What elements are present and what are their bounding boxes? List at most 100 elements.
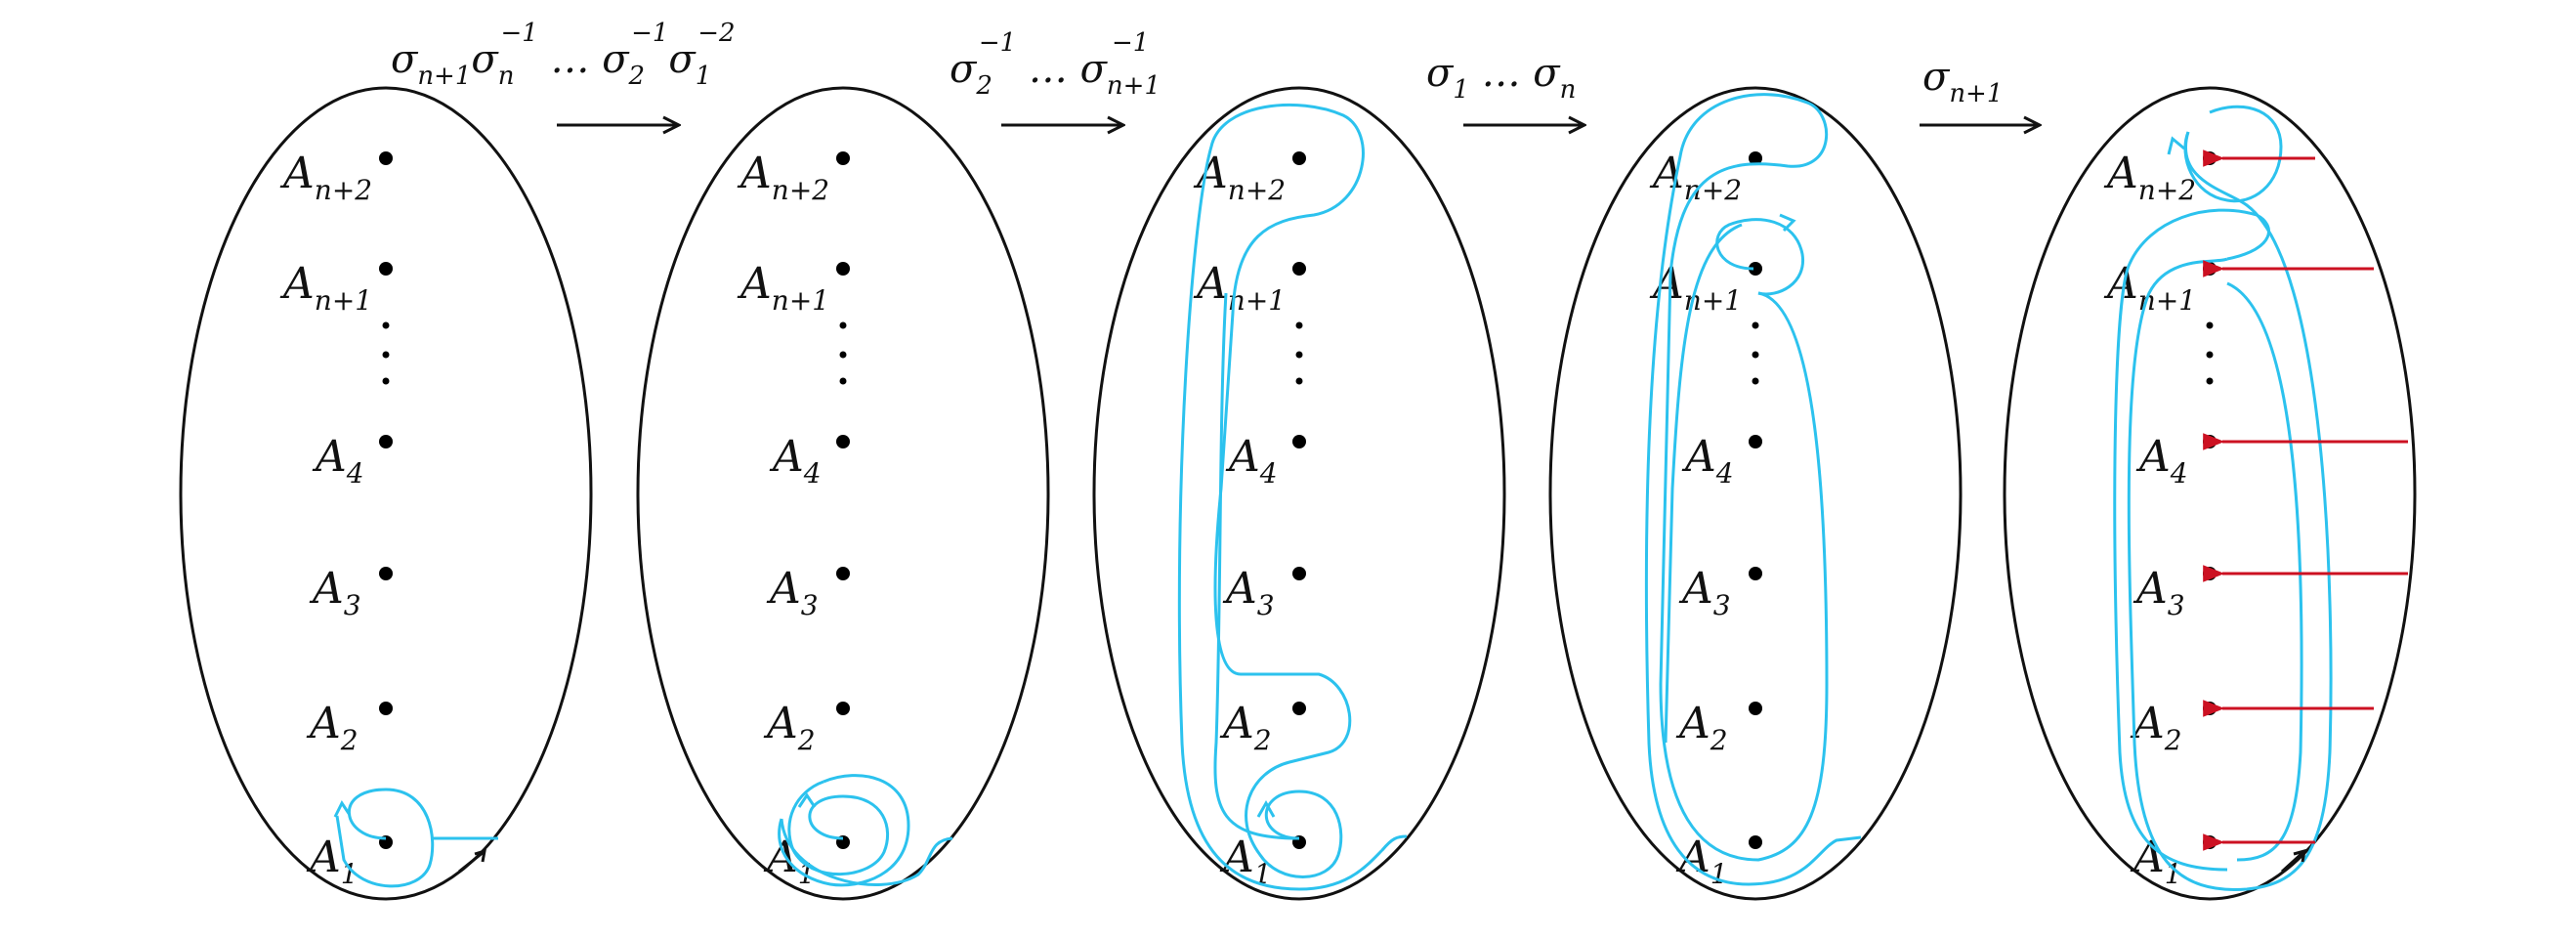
marked-point [1749, 567, 1762, 580]
panel-1-curves [333, 788, 498, 888]
transition-4: σn+1 [1920, 55, 2040, 125]
disk-outline [1548, 86, 1963, 901]
marked-point [2203, 567, 2217, 580]
marked-point [1292, 262, 1306, 276]
point-label: A4 [1681, 432, 1734, 490]
direction-mark [797, 792, 817, 808]
outline-arrow-mark [458, 848, 486, 874]
direction-mark [333, 800, 352, 818]
marked-point [836, 435, 850, 448]
marked-point [2203, 835, 2217, 849]
ellipsis-dot [839, 377, 847, 385]
marked-point [1749, 702, 1762, 715]
ellipsis-dot [839, 351, 847, 359]
point-label: A2 [763, 699, 816, 756]
marked-point [1749, 262, 1762, 276]
ellipsis-dot [382, 377, 390, 385]
ellipsis-dot [2206, 321, 2214, 329]
marked-point [1749, 151, 1762, 165]
point-label: An+2 [737, 149, 829, 206]
marked-point [1292, 435, 1306, 448]
point-label: An+2 [2103, 149, 2196, 206]
point-label: A3 [766, 564, 819, 621]
marked-point [379, 151, 393, 165]
loop-curve [335, 788, 435, 888]
transition-label-4: σn+1 [1922, 55, 2003, 108]
point-label: A4 [2135, 432, 2188, 490]
direction-mark [1256, 799, 1276, 818]
ellipsis-dot [1295, 351, 1303, 359]
panel-4-curves [1644, 93, 1862, 886]
point-label: A4 [1225, 432, 1278, 490]
ellipsis-dot [1752, 351, 1759, 359]
middle-loop [2113, 208, 2270, 872]
marked-point [836, 702, 850, 715]
direction-mark [1779, 213, 1796, 233]
point-label: A3 [1222, 564, 1275, 621]
transition-label-2: σ2−1 … σn+1−1 [950, 28, 1161, 101]
ellipsis-dot [382, 351, 390, 359]
transition-3: σ1 … σn [1426, 51, 1584, 125]
point-label: A3 [1678, 564, 1731, 621]
disk-outline [1092, 86, 1506, 901]
marked-point [2203, 702, 2217, 715]
ellipsis-dot [839, 321, 847, 329]
outer-loop [778, 774, 910, 887]
point-label: An+1 [1193, 259, 1286, 317]
panels: An+2An+1A4A3A2A1An+2An+1A4A3A2A1An+2An+1… [179, 86, 2417, 901]
tail-curve [780, 818, 953, 886]
ellipsis-dot [1752, 321, 1759, 329]
inner-loop [787, 780, 889, 876]
marked-point [836, 151, 850, 165]
point-label: A2 [306, 699, 359, 756]
transition-1: σn+1σn−1 … σ2−1σ1−2 [391, 19, 736, 125]
outer-path [2127, 131, 2333, 891]
point-label: A2 [1219, 699, 1272, 756]
top-loop [2183, 105, 2283, 203]
point-label: An+1 [737, 259, 829, 317]
marked-point [1292, 567, 1306, 580]
marked-point [1292, 702, 1306, 715]
marked-point [379, 567, 393, 580]
outer-path [1177, 103, 1408, 891]
marked-point [1749, 835, 1762, 849]
disk-outline [179, 86, 593, 901]
marked-point [1292, 151, 1306, 165]
panel-1-black-tail [458, 848, 486, 874]
marked-point [379, 435, 393, 448]
panel-5-curves [2113, 105, 2333, 891]
panel-2-curves [778, 774, 953, 887]
disk-outline [636, 86, 1050, 901]
transition-label-3: σ1 … σn [1426, 51, 1576, 105]
point-label: A3 [309, 564, 361, 621]
point-label: A3 [2133, 564, 2185, 621]
ellipsis-dot [1295, 377, 1303, 385]
point-label: An+2 [1649, 149, 1742, 206]
point-label: A2 [2130, 699, 2182, 756]
inner-path [1664, 223, 1743, 744]
point-label: A4 [769, 432, 822, 490]
transition-label-1: σn+1σn−1 … σ2−1σ1−2 [391, 19, 736, 91]
point-label: A1 [306, 832, 359, 890]
marked-point [379, 702, 393, 715]
marked-point [1749, 435, 1762, 448]
small-loop [1715, 218, 1804, 296]
ellipsis-dot [1752, 377, 1759, 385]
outer-path [1644, 93, 1862, 886]
point-label: A4 [312, 432, 364, 490]
panel-5-red-arrows [2203, 149, 2408, 851]
marked-point [379, 262, 393, 276]
ellipsis-dot [2206, 351, 2214, 359]
ellipsis-dot [382, 321, 390, 329]
marked-point [2203, 435, 2217, 448]
transition-2: σ2−1 … σn+1−1 [950, 28, 1161, 125]
panel-5-black-tail [2280, 848, 2306, 874]
point-label: An+1 [2103, 259, 2196, 317]
marked-point [836, 262, 850, 276]
panel-3-curves [1177, 103, 1408, 891]
